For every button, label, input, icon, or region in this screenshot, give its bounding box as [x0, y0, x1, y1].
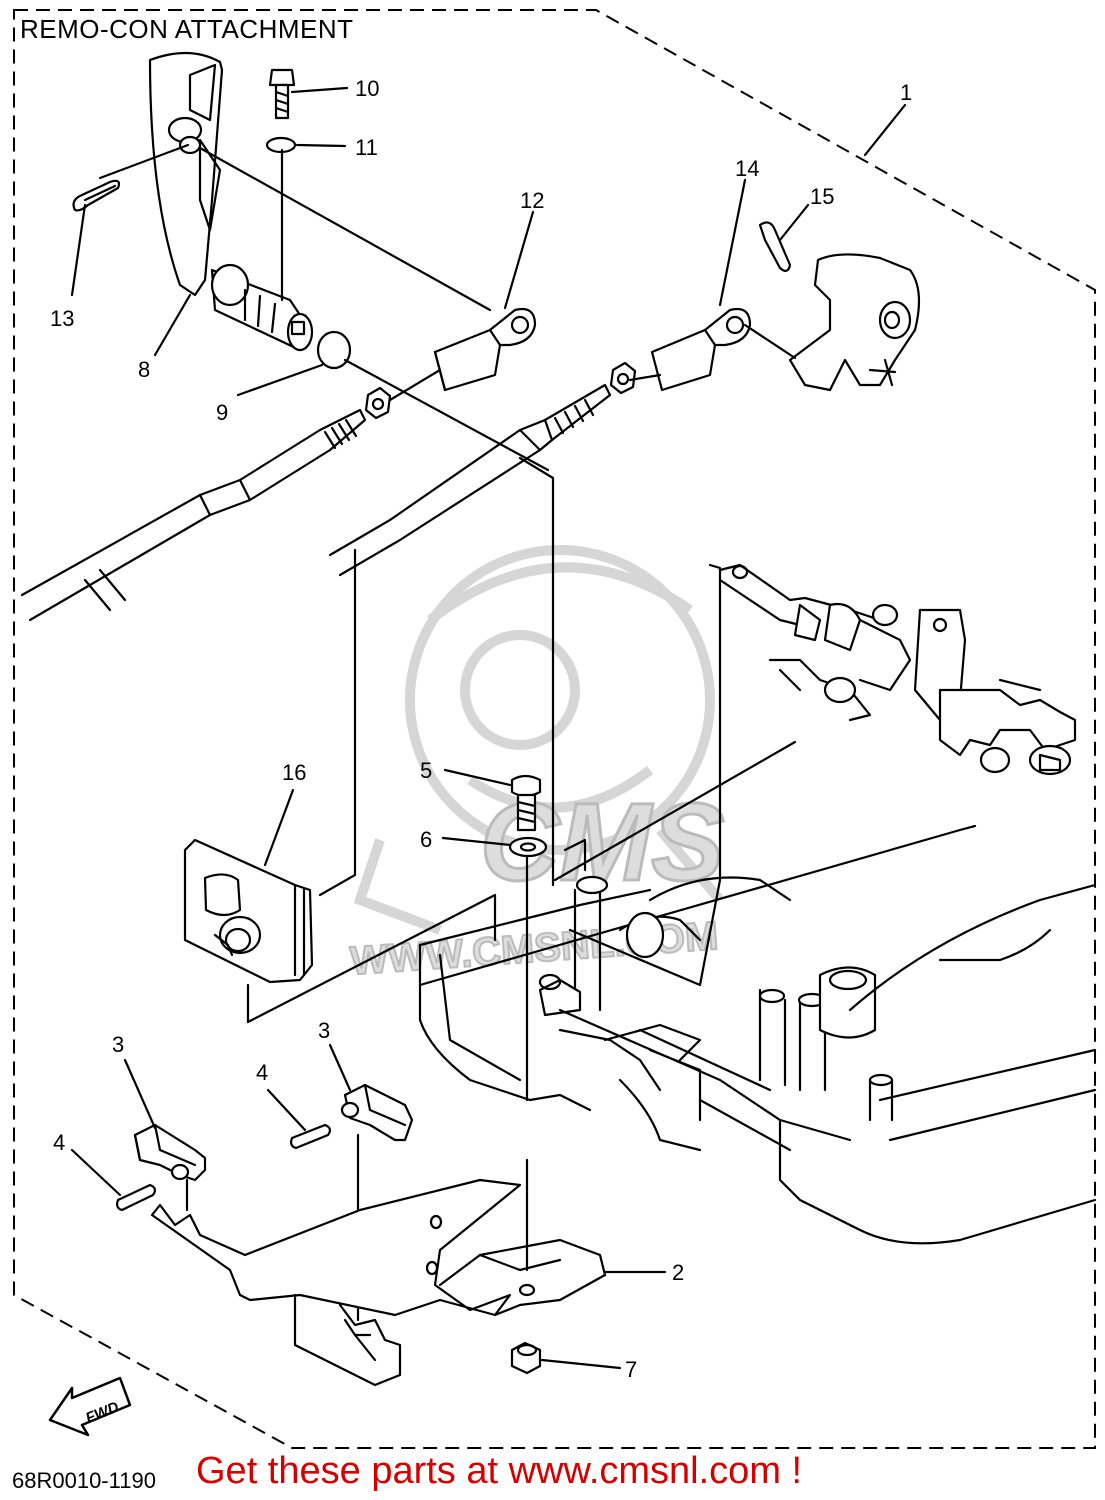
- callout-7: 7: [625, 1357, 637, 1382]
- part-4-left-pin: [116, 1183, 157, 1212]
- part-14-joint: [650, 307, 752, 392]
- callout-11: 11: [355, 135, 378, 160]
- callout-15: 15: [810, 184, 834, 209]
- nut-left: [364, 386, 392, 420]
- callout-2: 2: [672, 1260, 684, 1285]
- part-13-clip: [72, 179, 121, 212]
- part-3-right: [340, 1083, 414, 1142]
- fwd-arrow-icon: FWD: [48, 1376, 132, 1437]
- cable-right: [328, 383, 612, 577]
- callout-3b: 3: [318, 1018, 330, 1043]
- engine-body: [418, 740, 1097, 1245]
- callout-8: 8: [138, 357, 150, 382]
- callout-3a: 3: [112, 1032, 124, 1057]
- diagram-title: REMO-CON ATTACHMENT: [20, 14, 354, 44]
- part-15-clip: [758, 221, 792, 272]
- nut-right: [609, 361, 637, 395]
- part-9-oring: [316, 330, 352, 370]
- part-4-right-pin: [290, 1123, 332, 1150]
- watermark-url: WWW.CMSNL.COM: [349, 914, 720, 984]
- throttle-lever: [788, 253, 921, 392]
- callout-1: 1: [900, 80, 912, 105]
- cable-left: [20, 408, 367, 622]
- part-10-bolt: [268, 68, 296, 120]
- assembly-boundary: [13, 9, 1096, 1449]
- part-7-nut: [510, 1341, 542, 1375]
- callout-16: 16: [282, 760, 306, 785]
- shift-shaft: [718, 563, 1077, 776]
- callout-5: 5: [420, 758, 432, 783]
- callout-10: 10: [355, 76, 379, 101]
- part-8-lever: [148, 51, 314, 352]
- callout-9: 9: [216, 400, 228, 425]
- callout-4a: 4: [256, 1060, 268, 1085]
- part-5-bolt: [510, 774, 542, 832]
- part-2-bracket: [150, 1178, 607, 1387]
- callout-13: 13: [50, 306, 74, 331]
- callout-12: 12: [520, 188, 544, 213]
- cta-link[interactable]: Get these parts at www.cmsnl.com !: [196, 1450, 803, 1492]
- part-3-left: [133, 1123, 207, 1182]
- callout-14: 14: [735, 156, 759, 181]
- line-art: [20, 51, 1097, 1387]
- callout-6: 6: [420, 827, 432, 852]
- part-12-joint: [433, 307, 537, 392]
- part-16-cover: [183, 838, 314, 984]
- diagram-code: 68R0010-1190: [12, 1468, 156, 1493]
- cms-mascot-watermark: [353, 545, 724, 935]
- part-6-washer: [508, 836, 548, 858]
- callout-4b: 4: [53, 1130, 65, 1155]
